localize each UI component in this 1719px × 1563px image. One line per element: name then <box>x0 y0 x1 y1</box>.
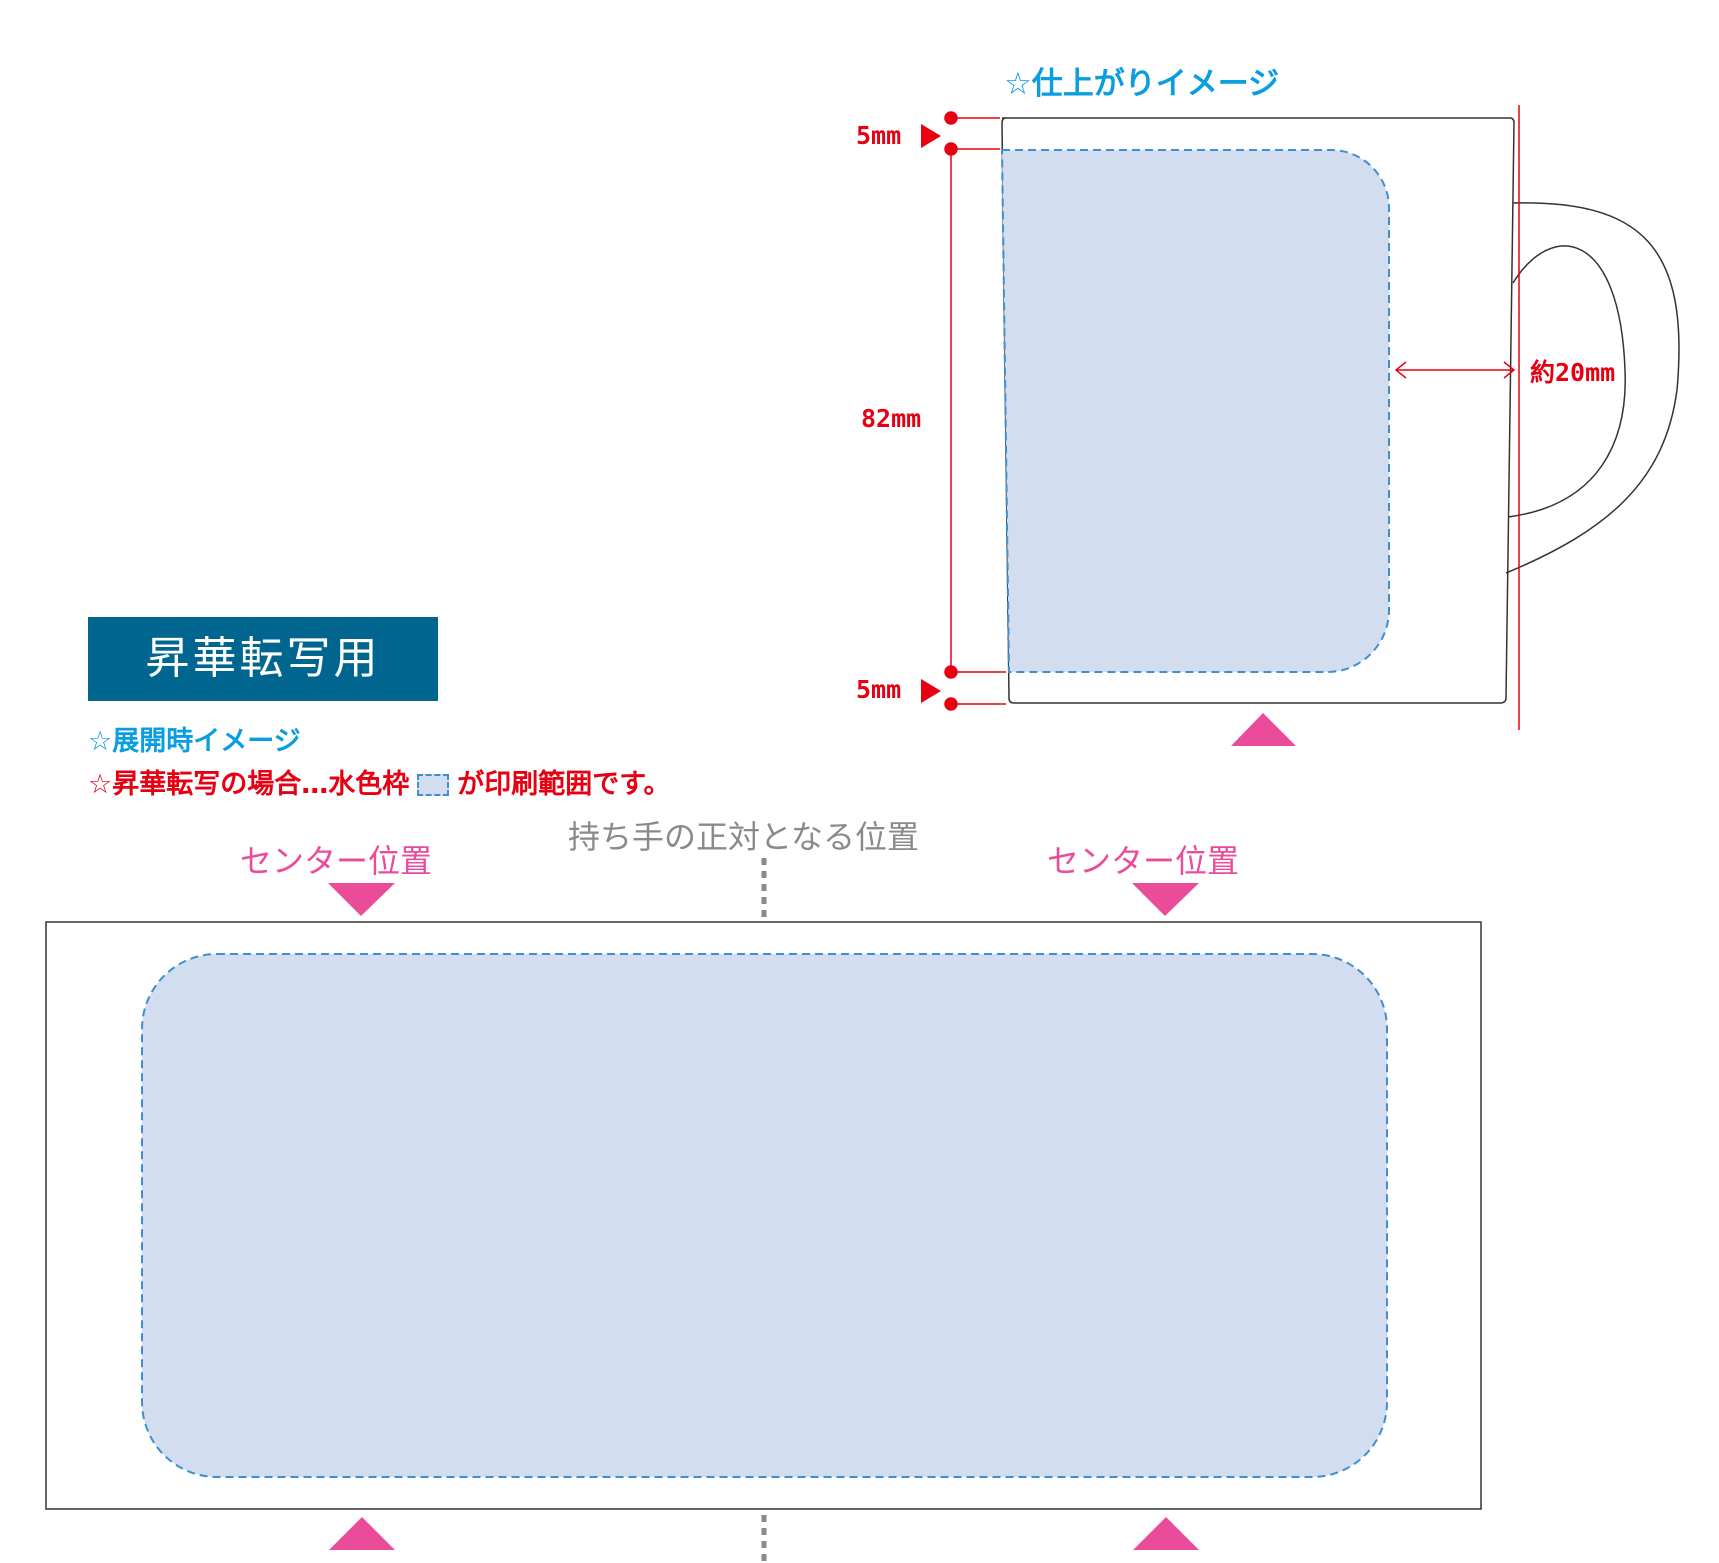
sublimation-badge: 昇華転写用 <box>88 617 438 701</box>
center-label-right: センター位置 <box>1047 842 1240 880</box>
center-label-left: センター位置 <box>240 842 433 880</box>
unfold-print-area <box>141 953 1388 1478</box>
handle-position-label: 持ち手の正対となる位置 <box>568 818 920 856</box>
triangle-down-icon <box>1132 883 1199 916</box>
dimension-side: 約20mm <box>1530 358 1616 387</box>
triangle-up-icon <box>1133 1517 1199 1550</box>
mug-handle <box>1505 202 1680 574</box>
mug-outline <box>1001 117 1515 704</box>
dimension-top: 5mm <box>856 121 902 150</box>
print-area-note: ☆昇華転写の場合…水色枠 が印刷範囲です。 <box>88 762 671 801</box>
finished-title: ☆仕上がりイメージ <box>1004 66 1280 102</box>
note-after: が印刷範囲です。 <box>457 769 671 800</box>
triangle-up-icon <box>1231 713 1296 746</box>
mug-print-area <box>1000 149 1390 673</box>
unfold-title: ☆展開時イメージ <box>88 726 301 757</box>
triangle-right-icon <box>921 124 941 148</box>
note-before: ☆昇華転写の場合…水色枠 <box>88 769 410 800</box>
dimension-bottom: 5mm <box>856 675 902 704</box>
dimension-height: 82mm <box>861 404 922 433</box>
triangle-right-icon <box>921 679 941 703</box>
triangle-down-icon <box>328 883 395 916</box>
mug-dimension-lines <box>944 105 1520 730</box>
print-area-swatch <box>417 774 450 796</box>
triangle-up-icon <box>329 1517 395 1550</box>
